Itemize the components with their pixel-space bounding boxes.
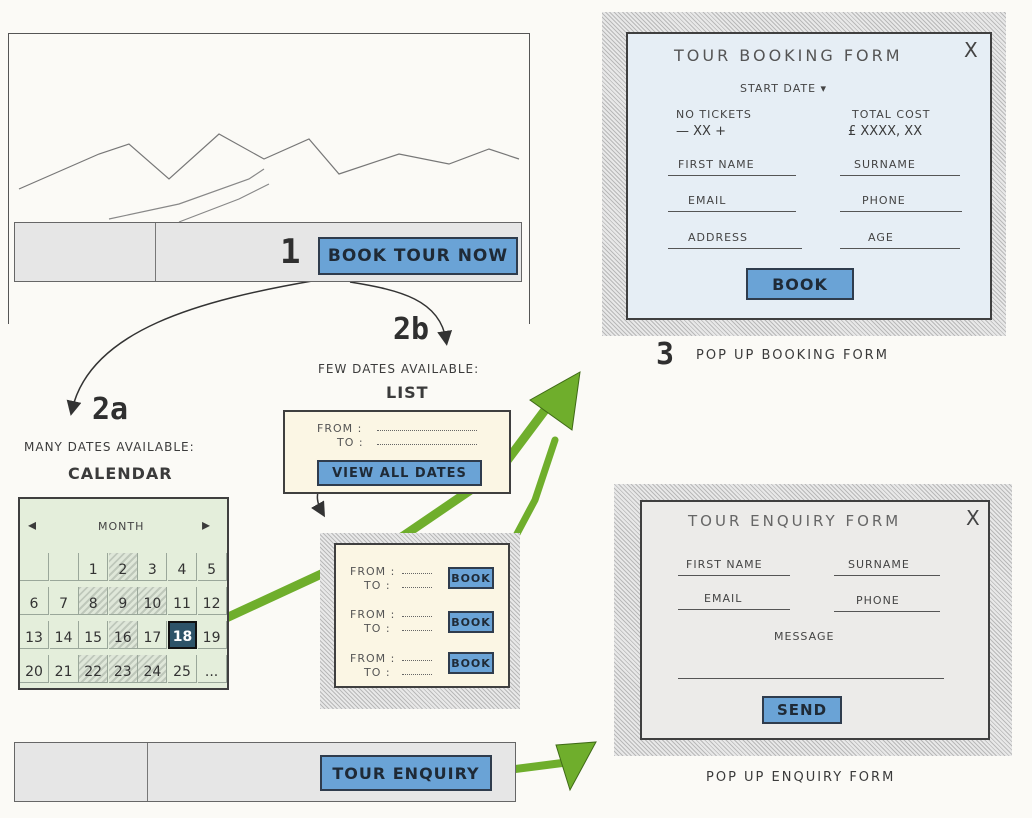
enquiry-form-popup: TOUR ENQUIRY FORM X FIRST NAME SURNAME E…	[640, 500, 990, 740]
calendar-day[interactable]: 11	[168, 587, 197, 615]
close-icon[interactable]: X	[964, 38, 978, 62]
calendar-day	[20, 553, 49, 581]
to-value-scribble	[377, 438, 477, 445]
arrow-to-calendar	[66, 279, 319, 416]
calendar-day[interactable]: 16	[108, 621, 138, 649]
calendar-day[interactable]: 21	[49, 655, 79, 683]
first-name-field[interactable]: FIRST NAME	[668, 158, 796, 176]
total-cost-label: TOTAL COST	[852, 108, 931, 121]
calendar-day-selected[interactable]: 18	[168, 621, 197, 649]
message-field[interactable]	[678, 664, 944, 679]
phone-field[interactable]: PHONE	[840, 194, 962, 212]
calendar-day[interactable]: ...	[197, 655, 227, 683]
to-label: TO :	[337, 436, 364, 449]
calendar-day[interactable]: 20	[20, 655, 49, 683]
calendar-day[interactable]: 7	[49, 587, 79, 615]
calendar-day[interactable]: 19	[197, 621, 227, 649]
booking-form-popup: TOUR BOOKING FORM X START DATE ▾ NO TICK…	[626, 32, 992, 320]
row-from-label: FROM :	[350, 608, 396, 621]
surname-field[interactable]: SURNAME	[834, 558, 940, 576]
enquiry-form-title: TOUR ENQUIRY FORM	[688, 512, 902, 530]
next-month-icon[interactable]: ▸	[202, 515, 211, 534]
calendar-day[interactable]: 1	[79, 553, 109, 581]
calendar-day[interactable]: 5	[197, 553, 227, 581]
calendar-day[interactable]: 9	[108, 587, 138, 615]
arrow-to-list	[349, 281, 453, 346]
calendar-day[interactable]: 17	[138, 621, 168, 649]
message-label: MESSAGE	[774, 630, 835, 643]
calendar-day[interactable]: 3	[138, 553, 168, 581]
close-icon[interactable]: X	[966, 506, 980, 530]
step-1-label: 1	[280, 232, 301, 272]
calendar-day[interactable]: 8	[79, 587, 109, 615]
calendar-day[interactable]: 4	[168, 553, 197, 581]
total-cost-value: £ XXXX, XX	[848, 124, 923, 139]
tour-enquiry-button[interactable]: TOUR ENQUIRY	[320, 755, 492, 791]
row-to-label: TO :	[364, 579, 391, 592]
calendar-day[interactable]: 15	[79, 621, 109, 649]
calendar-day[interactable]: 6	[20, 587, 49, 615]
calendar-day[interactable]: 14	[49, 621, 79, 649]
calendar-day[interactable]: 22	[79, 655, 109, 683]
enquiry-form-caption: POP UP ENQUIRY FORM	[706, 770, 896, 785]
age-field[interactable]: AGE	[840, 231, 960, 249]
row-to-label: TO :	[364, 622, 391, 635]
list-heading-big: LIST	[386, 383, 429, 402]
calendar-day[interactable]: 25	[168, 655, 197, 683]
from-label: FROM :	[317, 422, 363, 435]
booking-form-title: TOUR BOOKING FORM	[674, 46, 903, 65]
book-date-button[interactable]: BOOK	[448, 611, 494, 633]
calendar-day	[49, 553, 79, 581]
mountain-sketch	[18, 133, 520, 223]
book-date-button[interactable]: BOOK	[448, 567, 494, 589]
row-to-label: TO :	[364, 666, 391, 679]
calendar-day[interactable]: 24	[138, 655, 168, 683]
send-button[interactable]: SEND	[762, 696, 842, 724]
row-from-label: FROM :	[350, 565, 396, 578]
surname-field[interactable]: SURNAME	[840, 158, 960, 176]
calendar-day[interactable]: 10	[138, 587, 168, 615]
calendar-heading-big: CALENDAR	[68, 464, 173, 483]
calendar-header: ◂ MONTH ▸	[20, 499, 227, 553]
email-field[interactable]: EMAIL	[668, 194, 796, 212]
date-filter-panel: FROM : TO : VIEW ALL DATES	[283, 410, 511, 494]
calendar-heading-small: MANY DATES AVAILABLE:	[24, 440, 195, 454]
step-2b-label: 2b	[393, 312, 430, 347]
calendar-day[interactable]: 23	[108, 655, 138, 683]
step-3-label: 3	[656, 337, 675, 372]
phone-field[interactable]: PHONE	[834, 594, 940, 612]
booking-form-caption: POP UP BOOKING FORM	[696, 348, 889, 363]
tickets-stepper[interactable]: — XX +	[676, 124, 726, 139]
prev-month-icon[interactable]: ◂	[28, 515, 37, 534]
from-value-scribble	[377, 424, 477, 431]
main-page-frame	[8, 33, 530, 324]
tickets-label: NO TICKETS	[676, 108, 752, 121]
calendar-day[interactable]: 12	[197, 587, 227, 615]
step-2a-label: 2a	[92, 392, 129, 427]
month-label: MONTH	[98, 520, 145, 533]
address-field[interactable]: ADDRESS	[668, 231, 802, 249]
book-button[interactable]: BOOK	[746, 268, 854, 300]
calendar-day[interactable]: 2	[108, 553, 138, 581]
first-name-field[interactable]: FIRST NAME	[678, 558, 790, 576]
green-arrowhead-enquiry	[555, 741, 597, 792]
book-tour-now-button[interactable]: BOOK TOUR NOW	[318, 237, 518, 275]
calendar-day[interactable]: 13	[20, 621, 49, 649]
book-date-button[interactable]: BOOK	[448, 652, 494, 674]
email-field[interactable]: EMAIL	[678, 592, 790, 610]
date-list-popup: FROM : TO : BOOK FROM : TO : BOOK FROM :…	[334, 543, 510, 688]
row-from-label: FROM :	[350, 652, 396, 665]
green-arrowhead-top	[529, 371, 581, 431]
list-heading-small: FEW DATES AVAILABLE:	[318, 362, 480, 376]
view-all-dates-button[interactable]: VIEW ALL DATES	[317, 460, 482, 486]
start-date-dropdown[interactable]: START DATE ▾	[740, 82, 828, 95]
